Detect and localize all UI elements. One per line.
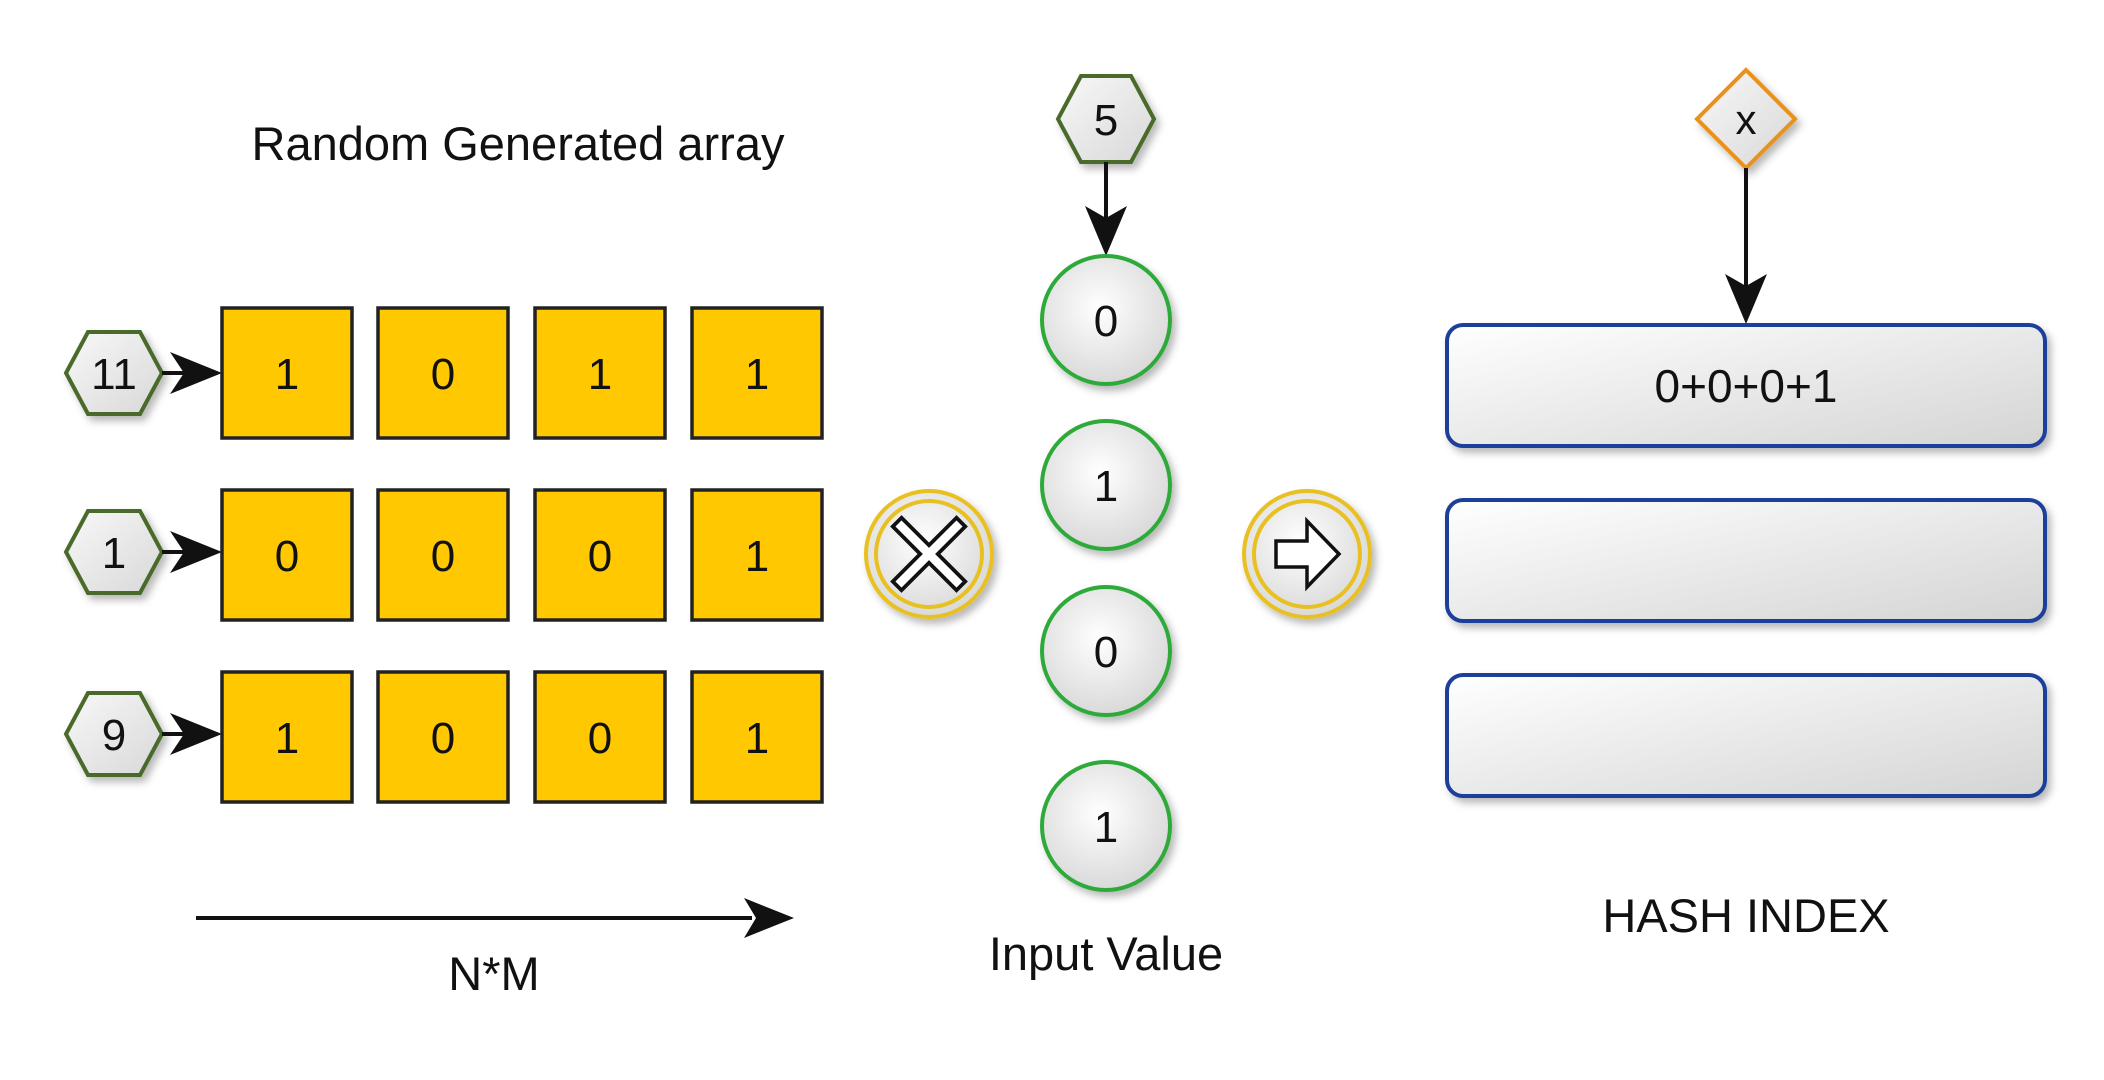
hash-arrowhead xyxy=(1725,274,1767,324)
row-tag-label: 1 xyxy=(102,529,126,578)
input-bit-circle xyxy=(1040,585,1172,717)
input-tag-label: 5 xyxy=(1094,96,1118,145)
array-cell: 1 xyxy=(220,670,354,804)
array-cell: 0 xyxy=(376,306,510,440)
input-bit-circle xyxy=(1040,254,1172,386)
array-cell: 1 xyxy=(690,488,824,622)
input-bit-value: 0 xyxy=(1094,297,1118,346)
arrow-right-icon xyxy=(1274,516,1342,592)
hash-title: HASH INDEX xyxy=(1602,889,1889,942)
array-cell-value: 0 xyxy=(588,714,612,763)
input-bit-circle xyxy=(1040,419,1172,551)
input-bit-value: 0 xyxy=(1094,628,1118,677)
hash-row-value: 0+0+0+1 xyxy=(1655,360,1838,412)
array-cell-value: 0 xyxy=(431,714,455,763)
hash-tag-label: x xyxy=(1736,96,1757,143)
array-cell: 1 xyxy=(690,306,824,440)
hash-row xyxy=(1445,498,2047,623)
array-row: 11 1 0 1 1 xyxy=(63,306,824,440)
input-bit-value: 1 xyxy=(1094,803,1118,852)
array-cell: 1 xyxy=(533,306,667,440)
array-cell-value: 0 xyxy=(275,532,299,581)
row-arrowhead xyxy=(170,531,222,573)
row-tag-label: 9 xyxy=(102,711,126,760)
array-cell: 1 xyxy=(220,306,354,440)
array-cell-value: 1 xyxy=(745,532,769,581)
array-cell: 1 xyxy=(690,670,824,804)
array-cell-value: 1 xyxy=(745,714,769,763)
array-cell: 0 xyxy=(376,488,510,622)
array-title: Random Generated array xyxy=(252,117,785,170)
nm-axis-label: N*M xyxy=(448,947,539,1000)
array-cell-value: 0 xyxy=(431,350,455,399)
input-bit-circle xyxy=(1040,760,1172,892)
array-cell: 0 xyxy=(533,670,667,804)
row-arrowhead xyxy=(170,352,222,394)
input-bit-value: 1 xyxy=(1094,462,1118,511)
multiply-icon xyxy=(890,515,968,593)
input-arrowhead xyxy=(1085,206,1127,256)
array-cell: 0 xyxy=(376,670,510,804)
input-tag-hexagon xyxy=(1055,74,1157,164)
array-cell-value: 0 xyxy=(431,532,455,581)
hash-row xyxy=(1445,673,2047,798)
hash-row xyxy=(1445,323,2047,448)
array-row: 1 0 0 0 1 xyxy=(63,488,824,622)
array-cell: 0 xyxy=(220,488,354,622)
array-cell: 0 xyxy=(533,488,667,622)
row-arrowhead xyxy=(170,713,222,755)
array-row: 9 1 0 0 1 xyxy=(63,670,824,804)
array-cell-value: 1 xyxy=(588,350,612,399)
row-tag-label: 11 xyxy=(91,350,137,399)
input-title: Input Value xyxy=(989,927,1223,980)
array-cell-value: 1 xyxy=(275,714,299,763)
array-cell-value: 1 xyxy=(275,350,299,399)
array-cell-value: 0 xyxy=(588,532,612,581)
nm-axis-arrowhead xyxy=(744,898,794,938)
array-cell-value: 1 xyxy=(745,350,769,399)
